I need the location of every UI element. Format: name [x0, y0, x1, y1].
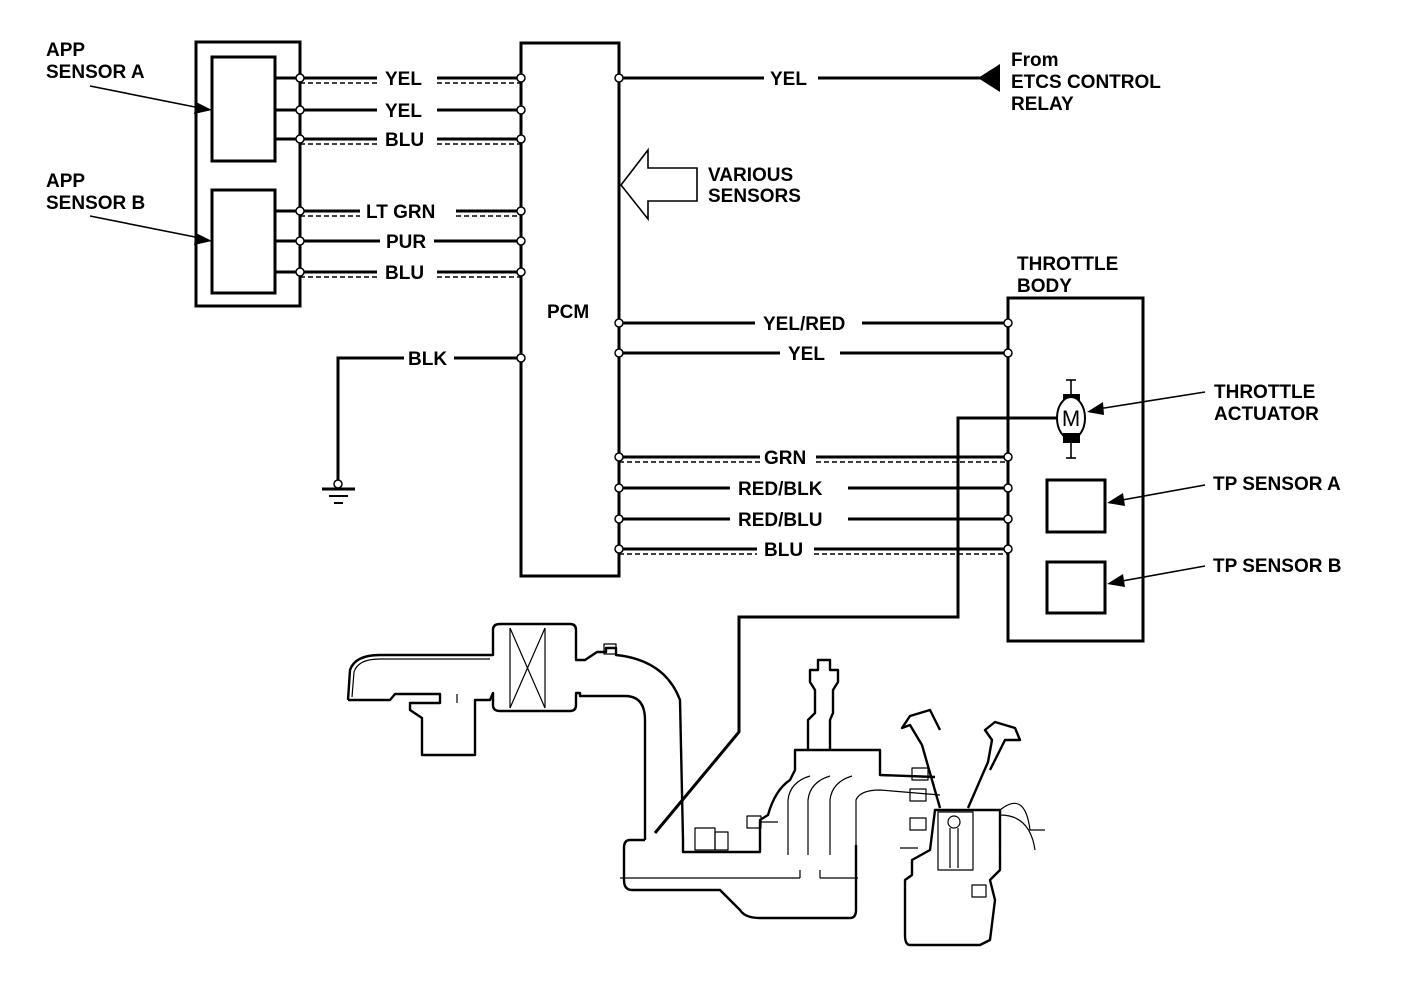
- throttle-actuator-label-line1: THROTTLE: [1214, 382, 1315, 403]
- wire-label-app-b-pur: PUR: [386, 232, 426, 253]
- app-b-wires: LT GRN PUR BLU: [300, 202, 521, 284]
- app-sensor-a-label-line1: APP: [46, 40, 85, 61]
- wire-label-red-blu: RED/BLU: [738, 510, 822, 531]
- motor-symbol: M: [1062, 406, 1080, 431]
- various-sensors-arrow-icon: [619, 147, 698, 222]
- ground-wire: BLK: [336, 349, 521, 484]
- tp-sensor-a-box: [1045, 478, 1107, 534]
- wire-label-yel: YEL: [788, 344, 825, 365]
- various-sensors-label-line1: VARIOUS: [708, 165, 793, 186]
- pcm-label: PCM: [547, 302, 589, 323]
- app-sensor-housing: [194, 40, 302, 308]
- wire-label-tp-blu: BLU: [764, 540, 803, 561]
- wire-label-blk: BLK: [408, 349, 447, 370]
- wire-label-app-b-ltgrn: LT GRN: [366, 202, 435, 223]
- engine-intake-illustration: [346, 622, 1045, 947]
- app-a-wires: YEL YEL BLU: [300, 69, 521, 151]
- app-sensor-a-label-line2: SENSOR A: [46, 62, 145, 83]
- wire-label-relay-yel: YEL: [770, 69, 807, 90]
- relay-label-line1: From: [1011, 50, 1059, 71]
- throttle-body-leader-line: [653, 416, 1057, 834]
- throttle-actuator-label-line2: ACTUATOR: [1214, 404, 1319, 425]
- wire-label-grn: GRN: [764, 448, 806, 469]
- throttle-actuator-motor-icon: M: [1056, 379, 1086, 459]
- app-sensor-a-box: [210, 55, 277, 163]
- tp-sensor-b-label: TP SENSOR B: [1213, 556, 1341, 577]
- wire-label-app-a-blu: BLU: [385, 130, 424, 151]
- app-sensor-assembly: [194, 40, 302, 308]
- tp-sensor-a-label: TP SENSOR A: [1213, 474, 1341, 495]
- actuator-wires: YEL/RED YEL: [619, 314, 1008, 365]
- app-sensor-b-label-line1: APP: [46, 171, 85, 192]
- wire-label-app-b-blu: BLU: [385, 263, 424, 284]
- ground-icon: [322, 487, 355, 504]
- pcm-box: [519, 41, 621, 578]
- tp-wires: GRN RED/BLK RED/BLU BLU: [619, 448, 1008, 561]
- app-sensor-b-label-line2: SENSOR B: [46, 193, 145, 214]
- various-sensors-label-line2: SENSORS: [708, 186, 801, 207]
- relay-wire: YEL: [619, 64, 1000, 92]
- throttle-actuator-pointer: [1087, 391, 1206, 415]
- app-sensor-a-pointer: [89, 85, 212, 114]
- relay-label-line3: RELAY: [1011, 94, 1074, 115]
- throttle-body-box: [1006, 296, 1145, 643]
- wire-label-red-blk: RED/BLK: [738, 479, 823, 500]
- relay-label-line2: ETCS CONTROL: [1011, 72, 1161, 93]
- throttle-body-label-line2: BODY: [1017, 276, 1072, 297]
- wire-label-app-a-yel-1: YEL: [385, 69, 422, 90]
- app-sensor-b-pointer: [89, 215, 212, 245]
- app-sensor-b-box: [210, 188, 277, 295]
- throttle-body-label-line1: THROTTLE: [1017, 254, 1118, 275]
- terminals: [295, 73, 1013, 554]
- wire-label-app-a-yel-2: YEL: [385, 101, 422, 122]
- tp-sensor-a-pointer: [1107, 484, 1206, 506]
- tp-sensor-b-pointer: [1107, 565, 1206, 587]
- wire-label-yel-red: YEL/RED: [763, 314, 845, 335]
- tp-sensor-b-box: [1045, 560, 1107, 615]
- relay-connector-arrow-icon: [978, 64, 1000, 92]
